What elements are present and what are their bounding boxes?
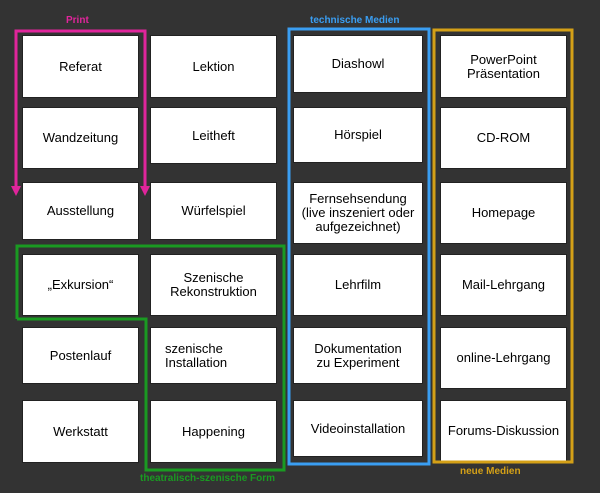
- card-label: szenische Installation: [165, 340, 228, 370]
- card-videoinstallation: Videoinstallation: [293, 400, 423, 457]
- card-label: Szenische Rekonstruktion: [170, 270, 257, 299]
- print-bracket: [14, 29, 147, 189]
- print-label: Print: [66, 15, 89, 26]
- card-label: Happening: [182, 423, 245, 439]
- card-ausstellung: Ausstellung: [22, 182, 139, 240]
- theatralisch-label: theatralisch-szenische Form: [140, 473, 276, 484]
- card-label: Postenlauf: [49, 347, 112, 363]
- card-label: Dokumentation zu Experiment: [314, 340, 402, 370]
- card-happening: Happening: [150, 400, 277, 463]
- card-online-lehrgang: online-Lehrgang: [440, 327, 567, 389]
- card-lektion: Lektion: [150, 35, 277, 98]
- card-label: CD-ROM: [476, 130, 531, 145]
- card-referat: Referat: [22, 35, 139, 98]
- card-label: Lektion: [192, 58, 235, 74]
- card-exkursion: „Exkursion“: [22, 254, 139, 316]
- card-hoerspiel: Hörspiel: [293, 107, 423, 163]
- card-label: Würfelspiel: [181, 203, 246, 218]
- card-label: PowerPoint Präsentation: [467, 51, 540, 81]
- card-label: Mail-Lehrgang: [461, 277, 546, 292]
- card-szenische-installation: szenische Installation: [150, 327, 277, 384]
- card-wandzeitung: Wandzeitung: [22, 107, 139, 169]
- card-label: Videoinstallation: [310, 420, 406, 436]
- card-label: online-Lehrgang: [456, 350, 551, 365]
- card-label: Lehrfilm: [334, 277, 382, 292]
- card-lehrfilm: Lehrfilm: [293, 254, 423, 316]
- card-szenische-rekonstruktion: Szenische Rekonstruktion: [150, 254, 277, 316]
- card-leitheft: Leitheft: [150, 107, 277, 164]
- card-wuerfelspiel: Würfelspiel: [150, 182, 277, 240]
- card-label: Werkstatt: [53, 423, 108, 439]
- card-label: Diashowl: [331, 56, 385, 71]
- neue-medien-label: neue Medien: [460, 466, 521, 477]
- card-label: Fernsehsendung (live inszeniert oder auf…: [301, 191, 415, 234]
- technische-medien-frame: [287, 27, 431, 466]
- print-arrow-left: [11, 186, 21, 196]
- print-arrow-right: [140, 186, 150, 196]
- theatralisch-frame: [15, 244, 286, 472]
- card-label: Wandzeitung: [42, 130, 119, 145]
- card-mail-lehrgang: Mail-Lehrgang: [440, 254, 567, 316]
- card-fernsehsendung: Fernsehsendung (live inszeniert oder auf…: [293, 182, 423, 244]
- neue-medien-frame: [432, 28, 574, 464]
- card-cd-rom: CD-ROM: [440, 107, 567, 169]
- card-label: Forums-Diskussion: [447, 423, 560, 438]
- card-werkstatt: Werkstatt: [22, 400, 139, 463]
- card-powerpoint: PowerPoint Präsentation: [440, 35, 567, 98]
- card-label: Hörspiel: [334, 127, 382, 142]
- card-label: Homepage: [471, 205, 536, 220]
- card-label: Leitheft: [192, 127, 235, 143]
- card-dokumentation: Dokumentation zu Experiment: [293, 327, 423, 384]
- card-postenlauf: Postenlauf: [22, 327, 139, 384]
- card-forums-diskussion: Forums-Diskussion: [440, 400, 567, 462]
- card-label: Referat: [59, 58, 102, 74]
- card-homepage: Homepage: [440, 182, 567, 244]
- card-label: „Exkursion“: [47, 277, 114, 292]
- card-label: Ausstellung: [46, 203, 115, 218]
- card-diashow: Diashowl: [293, 35, 423, 93]
- technische-medien-label: technische Medien: [310, 15, 400, 26]
